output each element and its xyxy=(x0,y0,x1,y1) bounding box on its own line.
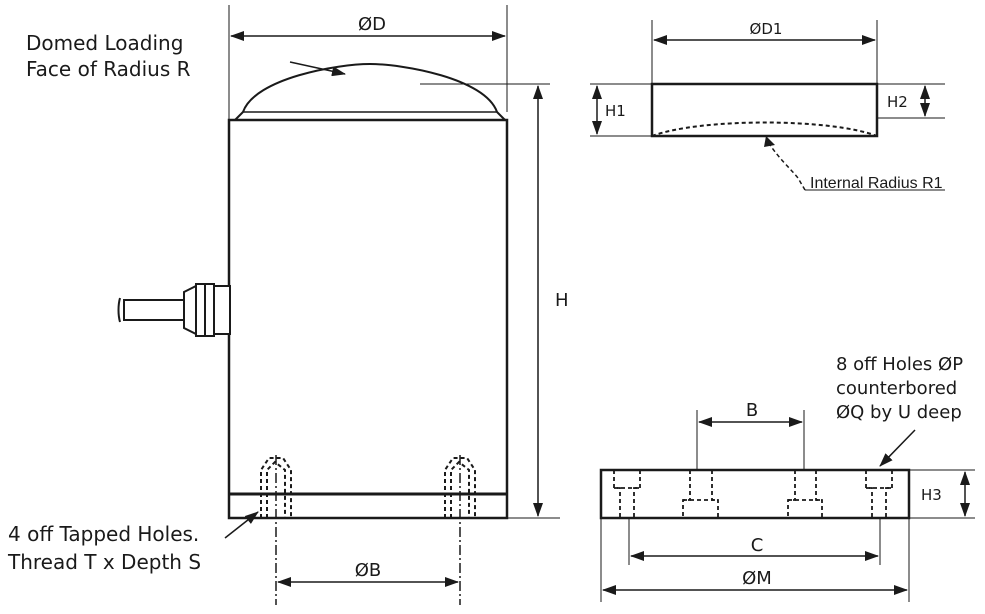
dim-label-B-top: B xyxy=(746,400,758,421)
dim-label-D1: ØD1 xyxy=(750,20,783,38)
dim-label-B-bottom: ØB xyxy=(355,560,382,581)
dim-label-H1: H1 xyxy=(605,102,626,120)
holes-leader xyxy=(879,429,916,467)
dim-label-M: ØM xyxy=(742,568,772,589)
mounting-base xyxy=(599,410,975,602)
holes-label-line3: ØQ by U deep xyxy=(836,402,962,423)
internal-radius-curve xyxy=(651,121,878,137)
dim-label-H: H xyxy=(555,290,569,311)
domed-leader xyxy=(289,61,346,77)
cable-gland xyxy=(117,283,231,337)
domed-loading-face xyxy=(242,62,498,113)
load-cell-body xyxy=(227,5,560,520)
loading-button xyxy=(590,20,945,138)
internal-radius-leader xyxy=(767,141,806,191)
domed-label-line1: Domed Loading xyxy=(26,31,183,55)
tapped-holes xyxy=(260,457,476,518)
holes-label-line2: counterbored xyxy=(836,378,957,399)
tapped-label-line1: 4 off Tapped Holes. xyxy=(8,522,199,546)
hole-centre-lines xyxy=(275,455,461,605)
holes-label-line1: 8 off Holes ØP xyxy=(836,354,963,375)
dim-label-C: C xyxy=(751,535,764,556)
dim-label-H2: H2 xyxy=(887,93,908,111)
tapped-leader xyxy=(224,511,259,539)
internal-radius-label: Internal Radius R1 xyxy=(810,175,943,192)
dim-label-D: ØD xyxy=(358,14,386,35)
dim-label-H3: H3 xyxy=(921,486,942,504)
tapped-label-line2: Thread T x Depth S xyxy=(7,550,201,574)
domed-label-line2: Face of Radius R xyxy=(26,57,191,81)
